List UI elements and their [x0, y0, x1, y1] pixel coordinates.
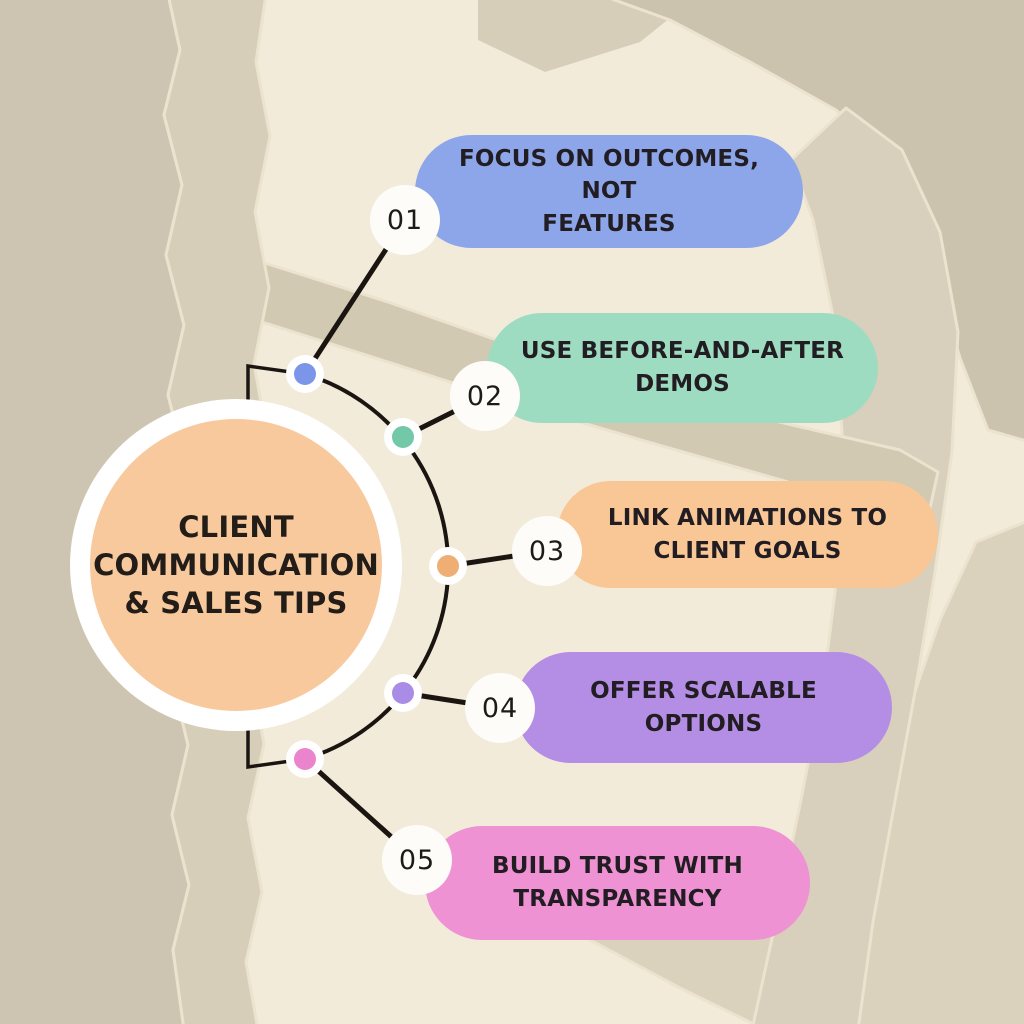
dot-color: [294, 363, 316, 385]
tip-label-line: USE BEFORE-AND-AFTER: [520, 338, 845, 365]
dot-color: [437, 555, 459, 577]
tip-pill-05: BUILD TRUST WITH TRANSPARENCY: [425, 826, 810, 940]
tip-pill-02: USE BEFORE-AND-AFTER DEMOS: [487, 313, 878, 423]
tip-label-03: LINK ANIMATIONS TO CLIENT GOALS: [578, 502, 917, 567]
tip-pill-03: LINK ANIMATIONS TO CLIENT GOALS: [557, 481, 938, 588]
central-title: CLIENT COMMUNICATION & SALES TIPS: [93, 508, 379, 623]
tip-label-02: USE BEFORE-AND-AFTER DEMOS: [491, 335, 874, 400]
tip-label-line: LINK ANIMATIONS TO: [607, 504, 888, 531]
tip-label-line: TRANSPARENCY: [513, 886, 722, 912]
node-dot-02: [384, 418, 422, 456]
tip-label-line: DEMOS: [635, 371, 730, 397]
tip-label-line: FOCUS ON OUTCOMES, NOT: [458, 145, 760, 205]
torn-paper-top-notch: [478, 0, 693, 72]
tip-label-04: OFFER SCALABLE OPTIONS: [515, 675, 892, 740]
node-dot-01: [286, 355, 324, 393]
tip-label-line: OFFER SCALABLE OPTIONS: [590, 677, 817, 737]
tip-label-line: CLIENT GOALS: [653, 537, 842, 564]
tip-label-line: BUILD TRUST WITH: [492, 853, 743, 880]
central-circle-ring: CLIENT COMMUNICATION & SALES TIPS: [70, 399, 402, 731]
tip-pill-04: OFFER SCALABLE OPTIONS: [515, 652, 892, 763]
central-title-line: & SALES TIPS: [124, 586, 348, 621]
tip-label-01: FOCUS ON OUTCOMES, NOT FEATURES: [415, 143, 803, 241]
tip-label-line: FEATURES: [542, 210, 676, 237]
dot-color: [294, 748, 316, 770]
step-number-04: 04: [465, 673, 535, 743]
step-number-01: 01: [370, 185, 440, 255]
node-dot-03: [429, 547, 467, 585]
step-number-02: 02: [450, 361, 520, 431]
step-number-05: 05: [382, 825, 452, 895]
central-title-line: COMMUNICATION: [93, 547, 379, 582]
tip-label-05: BUILD TRUST WITH TRANSPARENCY: [462, 850, 773, 915]
tip-pill-01: FOCUS ON OUTCOMES, NOT FEATURES: [415, 135, 803, 248]
node-dot-04: [384, 674, 422, 712]
step-number-03: 03: [512, 516, 582, 586]
central-circle: CLIENT COMMUNICATION & SALES TIPS: [90, 419, 382, 711]
dot-color: [392, 426, 414, 448]
node-dot-05: [286, 740, 324, 778]
central-title-line: CLIENT: [178, 509, 294, 544]
dot-color: [392, 682, 414, 704]
